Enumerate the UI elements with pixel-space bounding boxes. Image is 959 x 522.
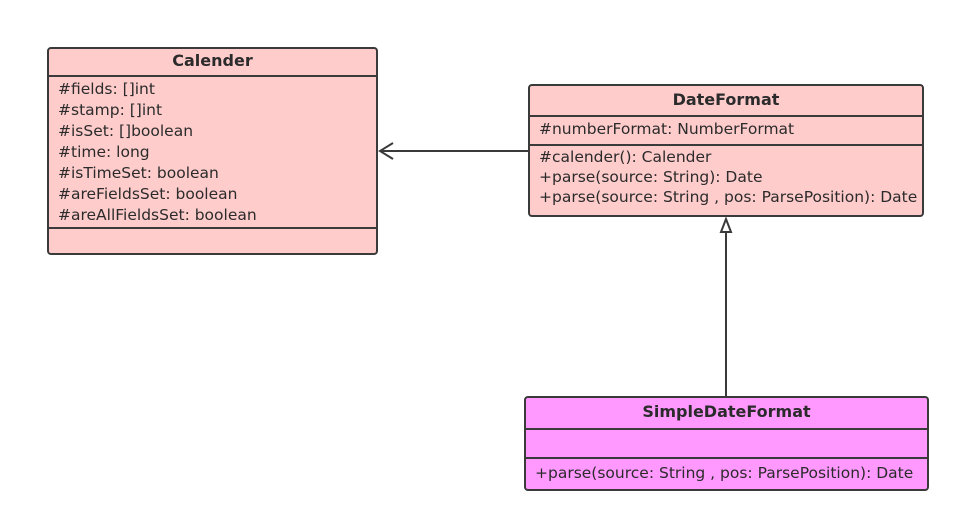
attribute: #isSet: []boolean: [58, 122, 194, 140]
attribute: #time: long: [58, 143, 150, 161]
class-name: SimpleDateFormat: [526, 398, 927, 430]
class-dateformat[interactable]: DateFormat #numberFormat: NumberFormat #…: [528, 84, 924, 217]
inheritance-triangle-icon: [719, 216, 733, 233]
attributes-section: #numberFormat: NumberFormat: [530, 117, 922, 146]
operation: +parse(source: String): Date: [539, 168, 763, 186]
attribute: #areAllFieldsSet: boolean: [58, 206, 257, 224]
attribute: #fields: []int: [58, 80, 155, 98]
attributes-section: [526, 430, 927, 459]
class-calender[interactable]: Calender #fields: []int #stamp: []int #i…: [47, 47, 378, 255]
attribute: #isTimeSet: boolean: [58, 164, 219, 182]
operation: +parse(source: String , pos: ParsePositi…: [539, 188, 918, 206]
open-arrowhead-icon: [378, 142, 394, 160]
class-name: Calender: [49, 49, 376, 77]
operation: +parse(source: String , pos: ParsePositi…: [535, 464, 914, 482]
class-name: DateFormat: [530, 86, 922, 117]
class-simpledateformat[interactable]: SimpleDateFormat +parse(source: String ,…: [524, 396, 929, 491]
operations-section: +parse(source: String , pos: ParsePositi…: [526, 459, 927, 486]
operation: #calender(): Calender: [539, 148, 712, 166]
attribute: #stamp: []int: [58, 101, 163, 119]
attribute: #areFieldsSet: boolean: [58, 185, 238, 203]
attribute: #numberFormat: NumberFormat: [539, 120, 795, 138]
attributes-section: #fields: []int #stamp: []int #isSet: []b…: [49, 77, 376, 229]
operations-section: #calender(): Calender +parse(source: Str…: [530, 146, 922, 207]
